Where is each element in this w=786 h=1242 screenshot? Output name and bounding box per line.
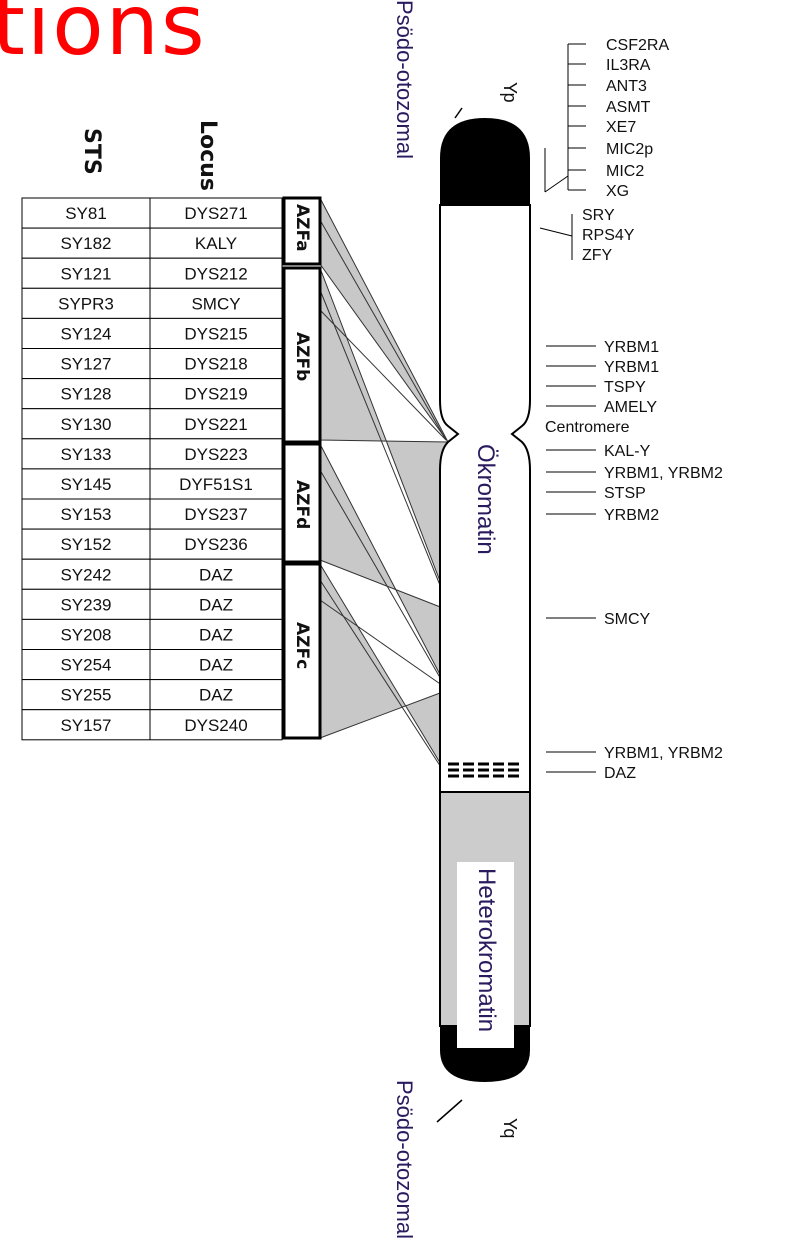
gene-label: IL3RA bbox=[606, 57, 651, 74]
gene-label: MIC2p bbox=[606, 141, 653, 158]
gene-label: YRBM1, YRBM2 bbox=[604, 465, 723, 482]
sts-cell: SYPR3 bbox=[58, 294, 114, 313]
gene-label: YRBM1, YRBM2 bbox=[604, 745, 723, 762]
sts-cell: SY208 bbox=[60, 625, 111, 644]
table-row bbox=[21, 438, 283, 470]
azf-boxes bbox=[282, 196, 322, 740]
gene-label: YRBM2 bbox=[604, 507, 659, 524]
gene-label: ZFY bbox=[582, 247, 613, 264]
azfb-box bbox=[282, 266, 322, 444]
yq-label: Yq bbox=[500, 1118, 520, 1139]
chromosome bbox=[436, 107, 531, 1123]
locus-cell: DYS236 bbox=[184, 535, 247, 554]
gene-label: SRY bbox=[582, 207, 615, 224]
sts-cell: SY121 bbox=[60, 264, 111, 283]
table-row bbox=[21, 618, 283, 651]
table-row bbox=[21, 197, 283, 229]
daz-dashes bbox=[448, 762, 522, 778]
locus-cell: DYS223 bbox=[184, 445, 247, 464]
sts-cell: SY242 bbox=[60, 565, 111, 584]
table-row bbox=[21, 227, 283, 259]
psodo-bottom-label: Psödo-otozomal bbox=[392, 1080, 417, 1239]
locus-cell: DYS219 bbox=[184, 385, 247, 404]
gene-label: TSPY bbox=[604, 379, 646, 396]
azfc-box bbox=[282, 562, 322, 740]
locus-cell: DAZ bbox=[199, 565, 233, 584]
locus-cell: DYS271 bbox=[184, 204, 247, 223]
heterochromatin-label-box bbox=[457, 862, 514, 1048]
azfc-label: AZFc bbox=[292, 622, 312, 670]
sts-cell: SY133 bbox=[60, 445, 111, 464]
locus-cell: DAZ bbox=[199, 686, 233, 705]
centromere-label: Centromere bbox=[545, 419, 630, 436]
azfd-box bbox=[282, 442, 322, 564]
locus-cell: DYS240 bbox=[184, 716, 247, 735]
gene-label: XE7 bbox=[606, 119, 636, 136]
locus-cell: DYS212 bbox=[184, 264, 247, 283]
sts-cell: SY182 bbox=[60, 234, 111, 253]
gene-label: XG bbox=[606, 183, 629, 200]
gene-label: MIC2 bbox=[606, 163, 644, 180]
sts-cell: SY239 bbox=[60, 595, 111, 614]
heterokromatin-label: Heterokromatin bbox=[473, 868, 500, 1033]
gene-label: ASMT bbox=[606, 99, 651, 116]
azfd-label: AZFd bbox=[292, 480, 312, 530]
table-row bbox=[21, 588, 283, 620]
locus-cell: DYS237 bbox=[184, 505, 247, 524]
slide-title-fragment: tions bbox=[0, 0, 207, 74]
chromosome-short-arm-tip bbox=[440, 118, 530, 205]
sts-cell: SY124 bbox=[60, 324, 111, 343]
locus-cell: SMCY bbox=[191, 294, 240, 313]
gene-label: KAL-Y bbox=[604, 443, 651, 460]
sts-cell: SY81 bbox=[65, 204, 107, 223]
psodo-top-label: Psödo-otozomal bbox=[392, 0, 417, 159]
sts-cell: SY127 bbox=[60, 355, 111, 374]
sts-cell: SY128 bbox=[60, 385, 111, 404]
sts-cell: SY153 bbox=[60, 505, 111, 524]
gene-label: AMELY bbox=[604, 399, 657, 416]
okromatin-label: Ökromatin bbox=[472, 444, 499, 555]
table-row bbox=[21, 679, 283, 711]
sts-cell: SY157 bbox=[60, 716, 111, 735]
table-row bbox=[21, 528, 283, 560]
locus-cell: DYS218 bbox=[184, 355, 247, 374]
sts-cell: SY130 bbox=[60, 415, 111, 434]
gene-label: STSP bbox=[604, 485, 646, 502]
azfa-box bbox=[282, 196, 322, 266]
gene-label: RPS4Y bbox=[582, 227, 635, 244]
azfb-label: AZFb bbox=[292, 332, 312, 382]
sts-cell: SY255 bbox=[60, 686, 111, 705]
azfc-connector bbox=[319, 562, 449, 778]
table-row bbox=[21, 257, 283, 289]
table-row bbox=[21, 498, 283, 530]
gene-label: YRBM1 bbox=[604, 359, 659, 376]
gene-label: SMCY bbox=[604, 611, 651, 628]
gene-label: DAZ bbox=[604, 765, 636, 782]
yp-label: Yp bbox=[500, 82, 520, 103]
locus-cell: DAZ bbox=[199, 595, 233, 614]
sts-cell: SY152 bbox=[60, 535, 111, 554]
table-row bbox=[21, 709, 283, 741]
locus-cell: DYS215 bbox=[184, 324, 247, 343]
locus-cell: DAZ bbox=[199, 656, 233, 675]
gene-label: CSF2RA bbox=[606, 37, 669, 54]
locus-cell: DAZ bbox=[199, 625, 233, 644]
locus-cell: DYF51S1 bbox=[179, 475, 253, 494]
gene-label: YRBM1 bbox=[604, 339, 659, 356]
azfa-label: AZFa bbox=[292, 204, 312, 252]
locus-cell: KALY bbox=[195, 234, 237, 253]
gene-label: ANT3 bbox=[606, 78, 647, 95]
table-row bbox=[21, 468, 283, 500]
table-row bbox=[21, 287, 283, 319]
table-row bbox=[21, 558, 283, 590]
sts-cell: SY254 bbox=[60, 656, 111, 675]
locus-cell: DYS221 bbox=[184, 415, 247, 434]
sts-cell: SY145 bbox=[60, 475, 111, 494]
table-row bbox=[21, 408, 283, 440]
azf-connectors bbox=[319, 197, 449, 778]
